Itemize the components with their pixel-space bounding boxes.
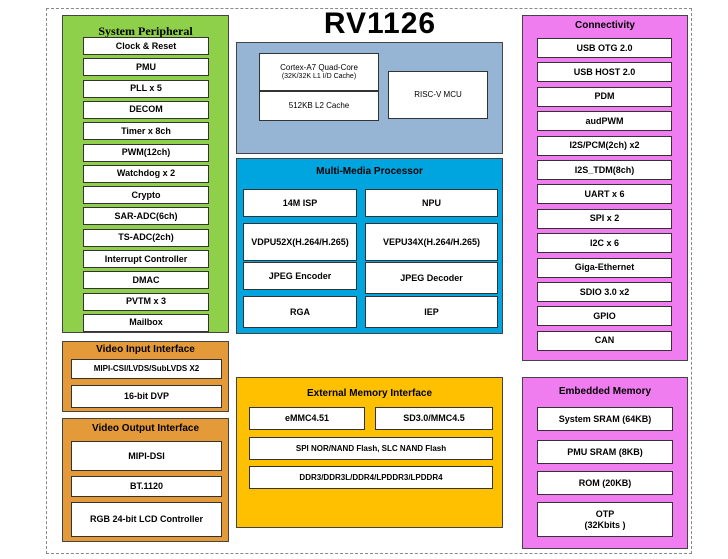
bt1120-block: BT.1120 [71,476,222,497]
connectivity-item: audPWM [537,111,672,132]
multimedia-panel: Multi-Media Processor 14M ISP NPU VDPU52… [236,158,503,334]
video-input-panel: Video Input Interface MIPI-CSI/LVDS/SubL… [62,341,229,412]
external-memory-panel: External Memory Interface eMMC4.51 SD3.0… [236,377,503,528]
otp-block: OTP(32Kbits ) [537,502,673,537]
chip-title: RV1126 [323,7,437,40]
system-peripheral-item: Mailbox [83,313,209,332]
rom-block: ROM (20KB) [537,471,673,495]
system-peripheral-item: Interrupt Controller [83,250,209,268]
pmu-sram-block: PMU SRAM (8KB) [537,440,673,464]
embedded-memory-panel: Embedded Memory System SRAM (64KB) PMU S… [522,377,688,549]
connectivity-item: Giga-Ethernet [537,257,672,278]
system-peripheral-item: SAR-ADC(6ch) [83,207,209,226]
connectivity-item: GPIO [537,306,672,327]
system-sram-block: System SRAM (64KB) [537,407,673,431]
core-cache: (32K/32K L1 I/D Cache) [281,72,357,80]
rga-block: RGA [243,296,357,328]
connectivity-item: SPI x 2 [537,208,672,229]
dvp-block: 16-bit DVP [71,385,222,408]
embedded-memory-title: Embedded Memory [558,386,652,397]
connectivity-item: USB HOST 2.0 [537,62,672,83]
core-name: Cortex-A7 Quad-Core [280,63,358,72]
rgb-lcd-controller-block: RGB 24-bit LCD Controller [71,502,222,537]
system-peripheral-item: PWM(12ch) [83,143,209,162]
connectivity-item: SDIO 3.0 x2 [537,282,672,302]
mipi-dsi-block: MIPI-DSI [71,441,222,471]
sd-mmc-block: SD3.0/MMC4.5 [375,407,493,430]
diagram-frame [46,8,692,554]
system-peripheral-title: System Peripheral [98,24,193,38]
connectivity-item: I2S/PCM(2ch) x2 [537,135,672,156]
video-output-title: Video Output Interface [91,423,200,434]
system-peripheral-item: Crypto [83,186,209,205]
jpeg-decoder-block: JPEG Decoder [365,262,498,294]
spi-flash-block: SPI NOR/NAND Flash, SLC NAND Flash [249,437,493,460]
video-input-title: Video Input Interface [96,344,195,355]
system-peripheral-item: Timer x 8ch [83,122,209,141]
vdpu-block: VDPU52X(H.264/H.265) [243,223,357,261]
cpu-panel: Cortex-A7 Quad-Core(32K/32K L1 I/D Cache… [236,42,503,154]
npu-block: NPU [365,189,498,217]
system-peripheral-item: DMAC [83,271,209,290]
ddr-block: DDR3/DDR3L/DDR4/LPDDR3/LPDDR4 [249,466,493,489]
connectivity-item: I2C x 6 [537,233,672,254]
emmc-block: eMMC4.51 [249,407,365,430]
connectivity-item: CAN [537,330,672,351]
system-peripheral-item: PMU [83,58,209,77]
connectivity-item: USB OTG 2.0 [537,38,672,58]
isp-block: 14M ISP [243,189,357,217]
system-peripheral-item: PVTM x 3 [83,292,209,311]
system-peripheral-item: TS-ADC(2ch) [83,228,209,247]
multimedia-title: Multi-Media Processor [316,166,423,177]
system-peripheral-item: PLL x 5 [83,79,209,98]
iep-block: IEP [365,296,498,328]
vepu-block: VEPU34X(H.264/H.265) [365,223,498,261]
jpeg-encoder-block: JPEG Encoder [243,262,357,290]
connectivity-title: Connectivity [574,20,635,31]
otp-label: OTP [595,508,615,519]
system-peripheral-item: Watchdog x 2 [83,164,209,183]
l2-cache: 512KB L2 Cache [259,91,379,121]
system-peripheral-item: DECOM [83,100,209,119]
mipi-csi-block: MIPI-CSI/LVDS/SubLVDS X2 [71,359,222,379]
connectivity-item: UART x 6 [537,184,672,205]
otp-size: (32Kbits ) [584,519,626,530]
external-memory-title: External Memory Interface [306,388,433,399]
video-output-panel: Video Output Interface MIPI-DSI BT.1120 … [62,418,229,542]
cortex-a7-core: Cortex-A7 Quad-Core(32K/32K L1 I/D Cache… [259,53,379,91]
connectivity-item: I2S_TDM(8ch) [537,160,672,180]
risc-v-mcu: RISC-V MCU [388,71,488,119]
connectivity-item: PDM [537,86,672,107]
system-peripheral-item: Clock & Reset [83,37,209,55]
